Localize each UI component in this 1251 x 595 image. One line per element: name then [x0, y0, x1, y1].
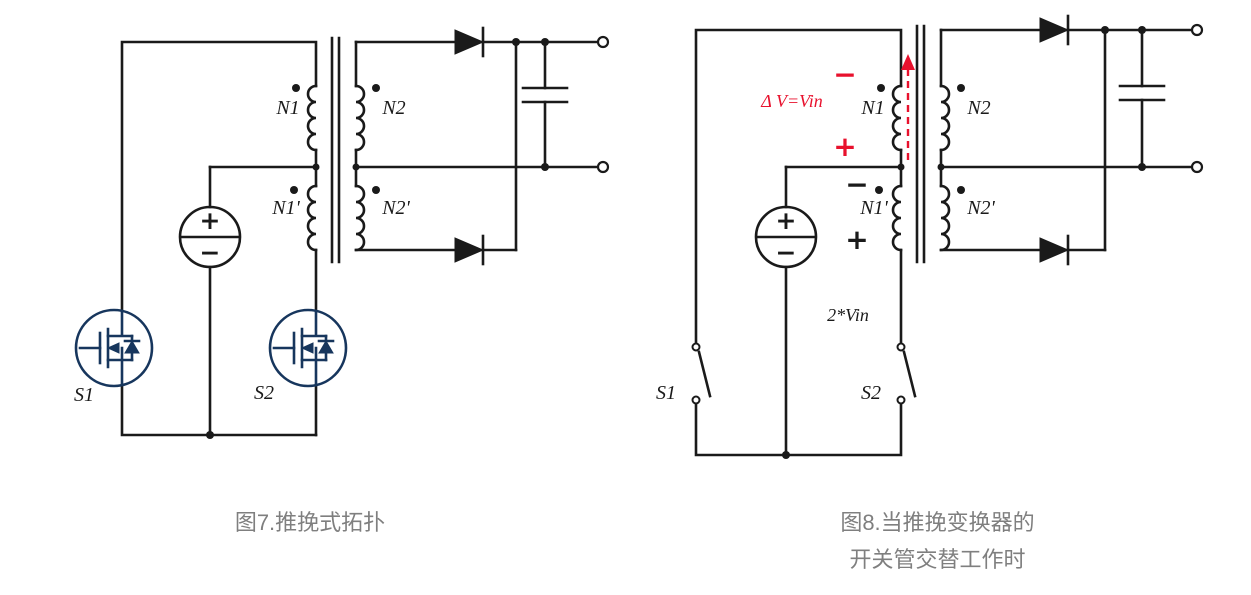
annotation-delta-v: Δ V=Vin [760, 91, 823, 111]
coil-n2-prime [354, 184, 366, 252]
switch-s1-bottom-contact [691, 395, 701, 405]
output-terminal-positive [1190, 23, 1204, 37]
output-terminal-negative [596, 160, 610, 174]
output-terminal-negative [1190, 160, 1204, 174]
diode-d2 [1039, 237, 1070, 263]
junction-dot [541, 38, 549, 46]
figure7-caption: 图7.推挽式拓扑 [55, 504, 565, 541]
body-diode-triangle [318, 340, 334, 354]
figure8-caption-line2: 开关管交替工作时 [849, 547, 1026, 572]
label-n1: N1 [860, 97, 884, 119]
switch-s2-top-contact [896, 342, 906, 352]
label-n2-prime: N2' [966, 197, 995, 219]
phase-dot-n2 [957, 84, 965, 92]
wire-bottom-rail [120, 383, 318, 437]
switch-s2-bottom-contact [896, 395, 906, 405]
source-plus: + [776, 206, 797, 235]
source-plus: + [200, 206, 221, 235]
junction-dot [1138, 163, 1146, 171]
junction-dot [937, 163, 945, 171]
figure7-caption-text: 图7.推挽式拓扑 [234, 510, 386, 535]
label-n1-prime: N1' [859, 197, 888, 219]
annotation-n1p-plus: + [845, 223, 868, 256]
label-s2: S2 [861, 382, 881, 404]
mosfet-body-arrow [300, 342, 314, 354]
label-n2-prime: N2' [381, 197, 410, 219]
label-s1: S1 [74, 384, 94, 406]
source-minus: − [200, 238, 221, 267]
figure8-circuit: + − N1 N1' N2 N2' [656, 14, 1204, 459]
mosfet-source [106, 346, 134, 387]
output-terminal-positive [596, 35, 610, 49]
mosfet-drain [106, 309, 134, 338]
mosfet-source [300, 346, 328, 387]
junction-dot [541, 163, 549, 171]
annotation-minus: − [833, 58, 856, 91]
voltage-arrowhead [901, 54, 915, 70]
annotation-n1p-minus: − [845, 168, 868, 201]
mosfet-body-arrow [106, 342, 120, 354]
mosfet-body-circle [74, 308, 154, 388]
junction-dot [1138, 26, 1146, 34]
junction-dot [312, 163, 320, 171]
wire-top-rail-left [694, 28, 903, 345]
phase-dot-n1-prime [290, 186, 298, 194]
diode-d1 [1039, 17, 1070, 43]
phase-dot-n2 [372, 84, 380, 92]
mosfet-drain [300, 309, 328, 338]
annotation-switch-voltage: 2*Vin [827, 305, 869, 325]
junction-dot [782, 451, 790, 459]
phase-dot-n1 [292, 84, 300, 92]
mosfet-s1 [74, 308, 154, 388]
label-s2: S2 [254, 382, 274, 404]
coil-n1-prime [306, 184, 318, 252]
annotation-plus: + [833, 130, 856, 163]
coil-n2-prime [939, 184, 951, 252]
figure8-caption-line1: 图8.当推挽变换器的 [840, 510, 1035, 535]
body-diode-triangle [124, 340, 140, 354]
diode-d2 [454, 237, 485, 263]
circuit-canvas: + − N1 N1' N2 N2' [74, 14, 1204, 459]
junction-dot [512, 38, 520, 46]
junction-dot [352, 163, 360, 171]
wire-top-rail-left [120, 40, 318, 313]
junction-dot [1101, 26, 1109, 34]
label-n2: N2 [381, 97, 405, 119]
coil-n2 [939, 84, 951, 152]
coil-n2 [354, 84, 366, 152]
switch-s1-lever [697, 350, 712, 398]
coil-n1-prime [891, 184, 903, 252]
label-n1: N1 [275, 97, 299, 119]
coil-n1 [891, 84, 903, 152]
label-n1-prime: N1' [271, 197, 300, 219]
figure8-caption: 图8.当推挽变换器的 开关管交替工作时 [680, 504, 1195, 578]
mosfet-body-circle [268, 308, 348, 388]
label-n2: N2 [966, 97, 990, 119]
switch-s2-lever [902, 350, 917, 398]
phase-dot-n2-prime [957, 186, 965, 194]
figure7-circuit: + − N1 N1' N2 N2' [74, 26, 610, 439]
coil-n1 [306, 84, 318, 152]
label-s1: S1 [656, 382, 676, 404]
source-minus: − [776, 238, 797, 267]
phase-dot-n1 [877, 84, 885, 92]
diode-d1 [454, 29, 485, 55]
switch-s1-top-contact [691, 342, 701, 352]
phase-dot-n2-prime [372, 186, 380, 194]
junction-dot [897, 163, 905, 171]
phase-dot-n1-prime [875, 186, 883, 194]
mosfet-s2 [268, 308, 348, 388]
junction-dot [206, 431, 214, 439]
wire-bottom-rail [694, 402, 903, 457]
